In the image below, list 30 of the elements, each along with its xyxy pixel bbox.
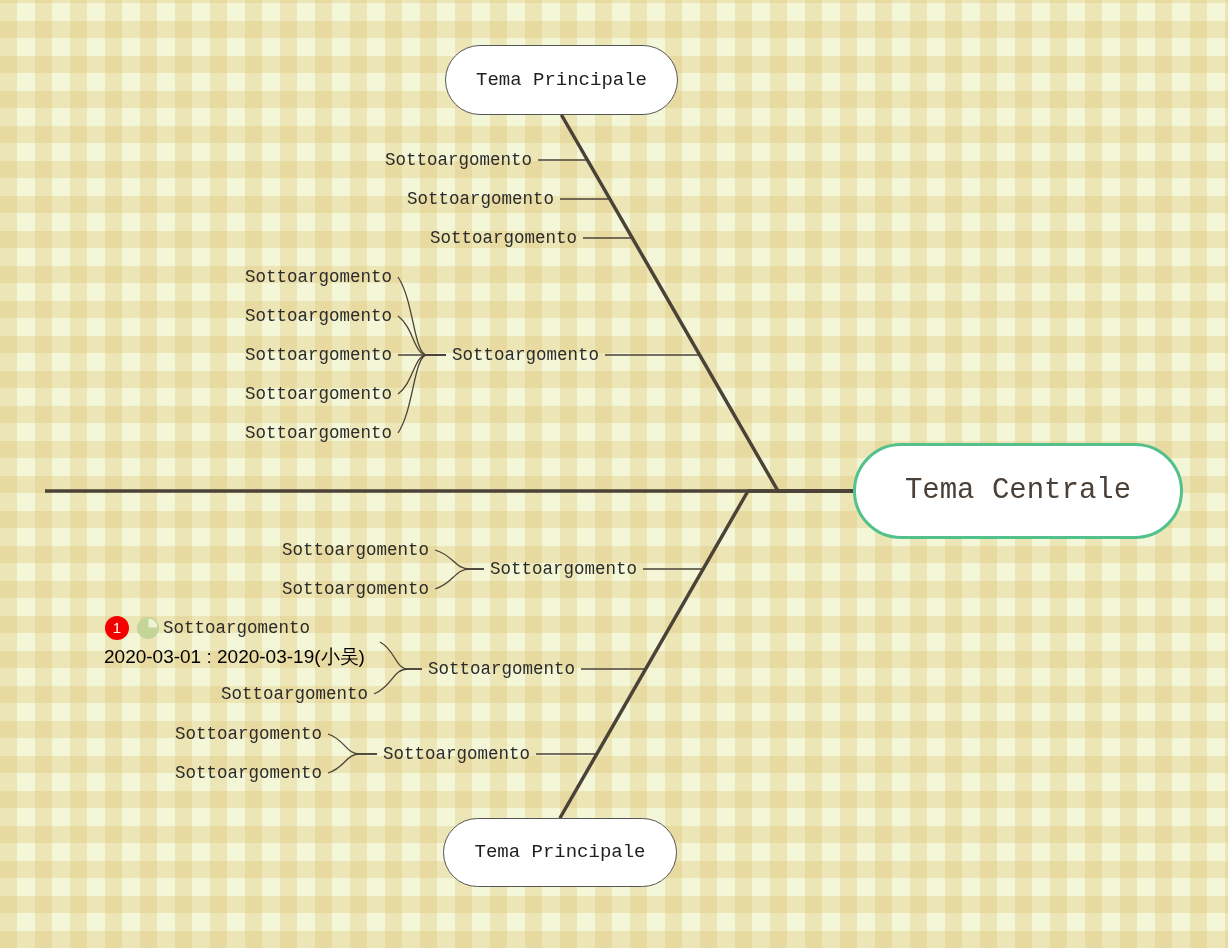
subtopic-label: Sottoargomento bbox=[446, 341, 605, 369]
subtopic-label: Sottoargomento bbox=[424, 224, 583, 252]
subtopic-label: Sottoargomento bbox=[379, 146, 538, 174]
date-range-text: 2020-03-01 : 2020-03-19(小吴) bbox=[104, 644, 365, 669]
subtopic-label: Sottoargomento bbox=[377, 740, 536, 768]
branch-line bbox=[535, 753, 598, 819]
bracket-line bbox=[373, 668, 423, 695]
main-topic-box: Tema Principale bbox=[445, 45, 678, 115]
subtopic-label: Sottoargomento bbox=[169, 759, 328, 787]
subtopic-label: Sottoargomento bbox=[422, 655, 581, 683]
priority-badge: 1 bbox=[105, 616, 129, 640]
subtopic-label: Sottoargomento bbox=[163, 616, 311, 640]
subtopic-label: Sottoargomento bbox=[169, 720, 328, 748]
subtopic-label: Sottoargomento bbox=[239, 341, 398, 369]
subtopic-label: Sottoargomento bbox=[215, 680, 374, 708]
central-topic-box: Tema Centrale bbox=[853, 443, 1183, 539]
main-topic-box: Tema Principale bbox=[443, 818, 677, 887]
branch-line bbox=[560, 114, 701, 356]
bracket-line bbox=[327, 753, 378, 774]
subtopic-label: Sottoargomento bbox=[484, 555, 643, 583]
subtopic-label: Sottoargomento bbox=[239, 302, 398, 330]
fishbone-bone bbox=[558, 489, 853, 819]
subtopic-label: Sottoargomento bbox=[239, 263, 398, 291]
bracket-line bbox=[434, 568, 485, 590]
subtopic-label: Sottoargomento bbox=[239, 419, 398, 447]
subtopic-label: Sottoargomento bbox=[276, 575, 435, 603]
subtopic-label: Sottoargomento bbox=[276, 536, 435, 564]
subtopic-label: Sottoargomento bbox=[239, 380, 398, 408]
subtopic-label: Sottoargomento bbox=[401, 185, 560, 213]
bracket-line bbox=[397, 354, 447, 434]
